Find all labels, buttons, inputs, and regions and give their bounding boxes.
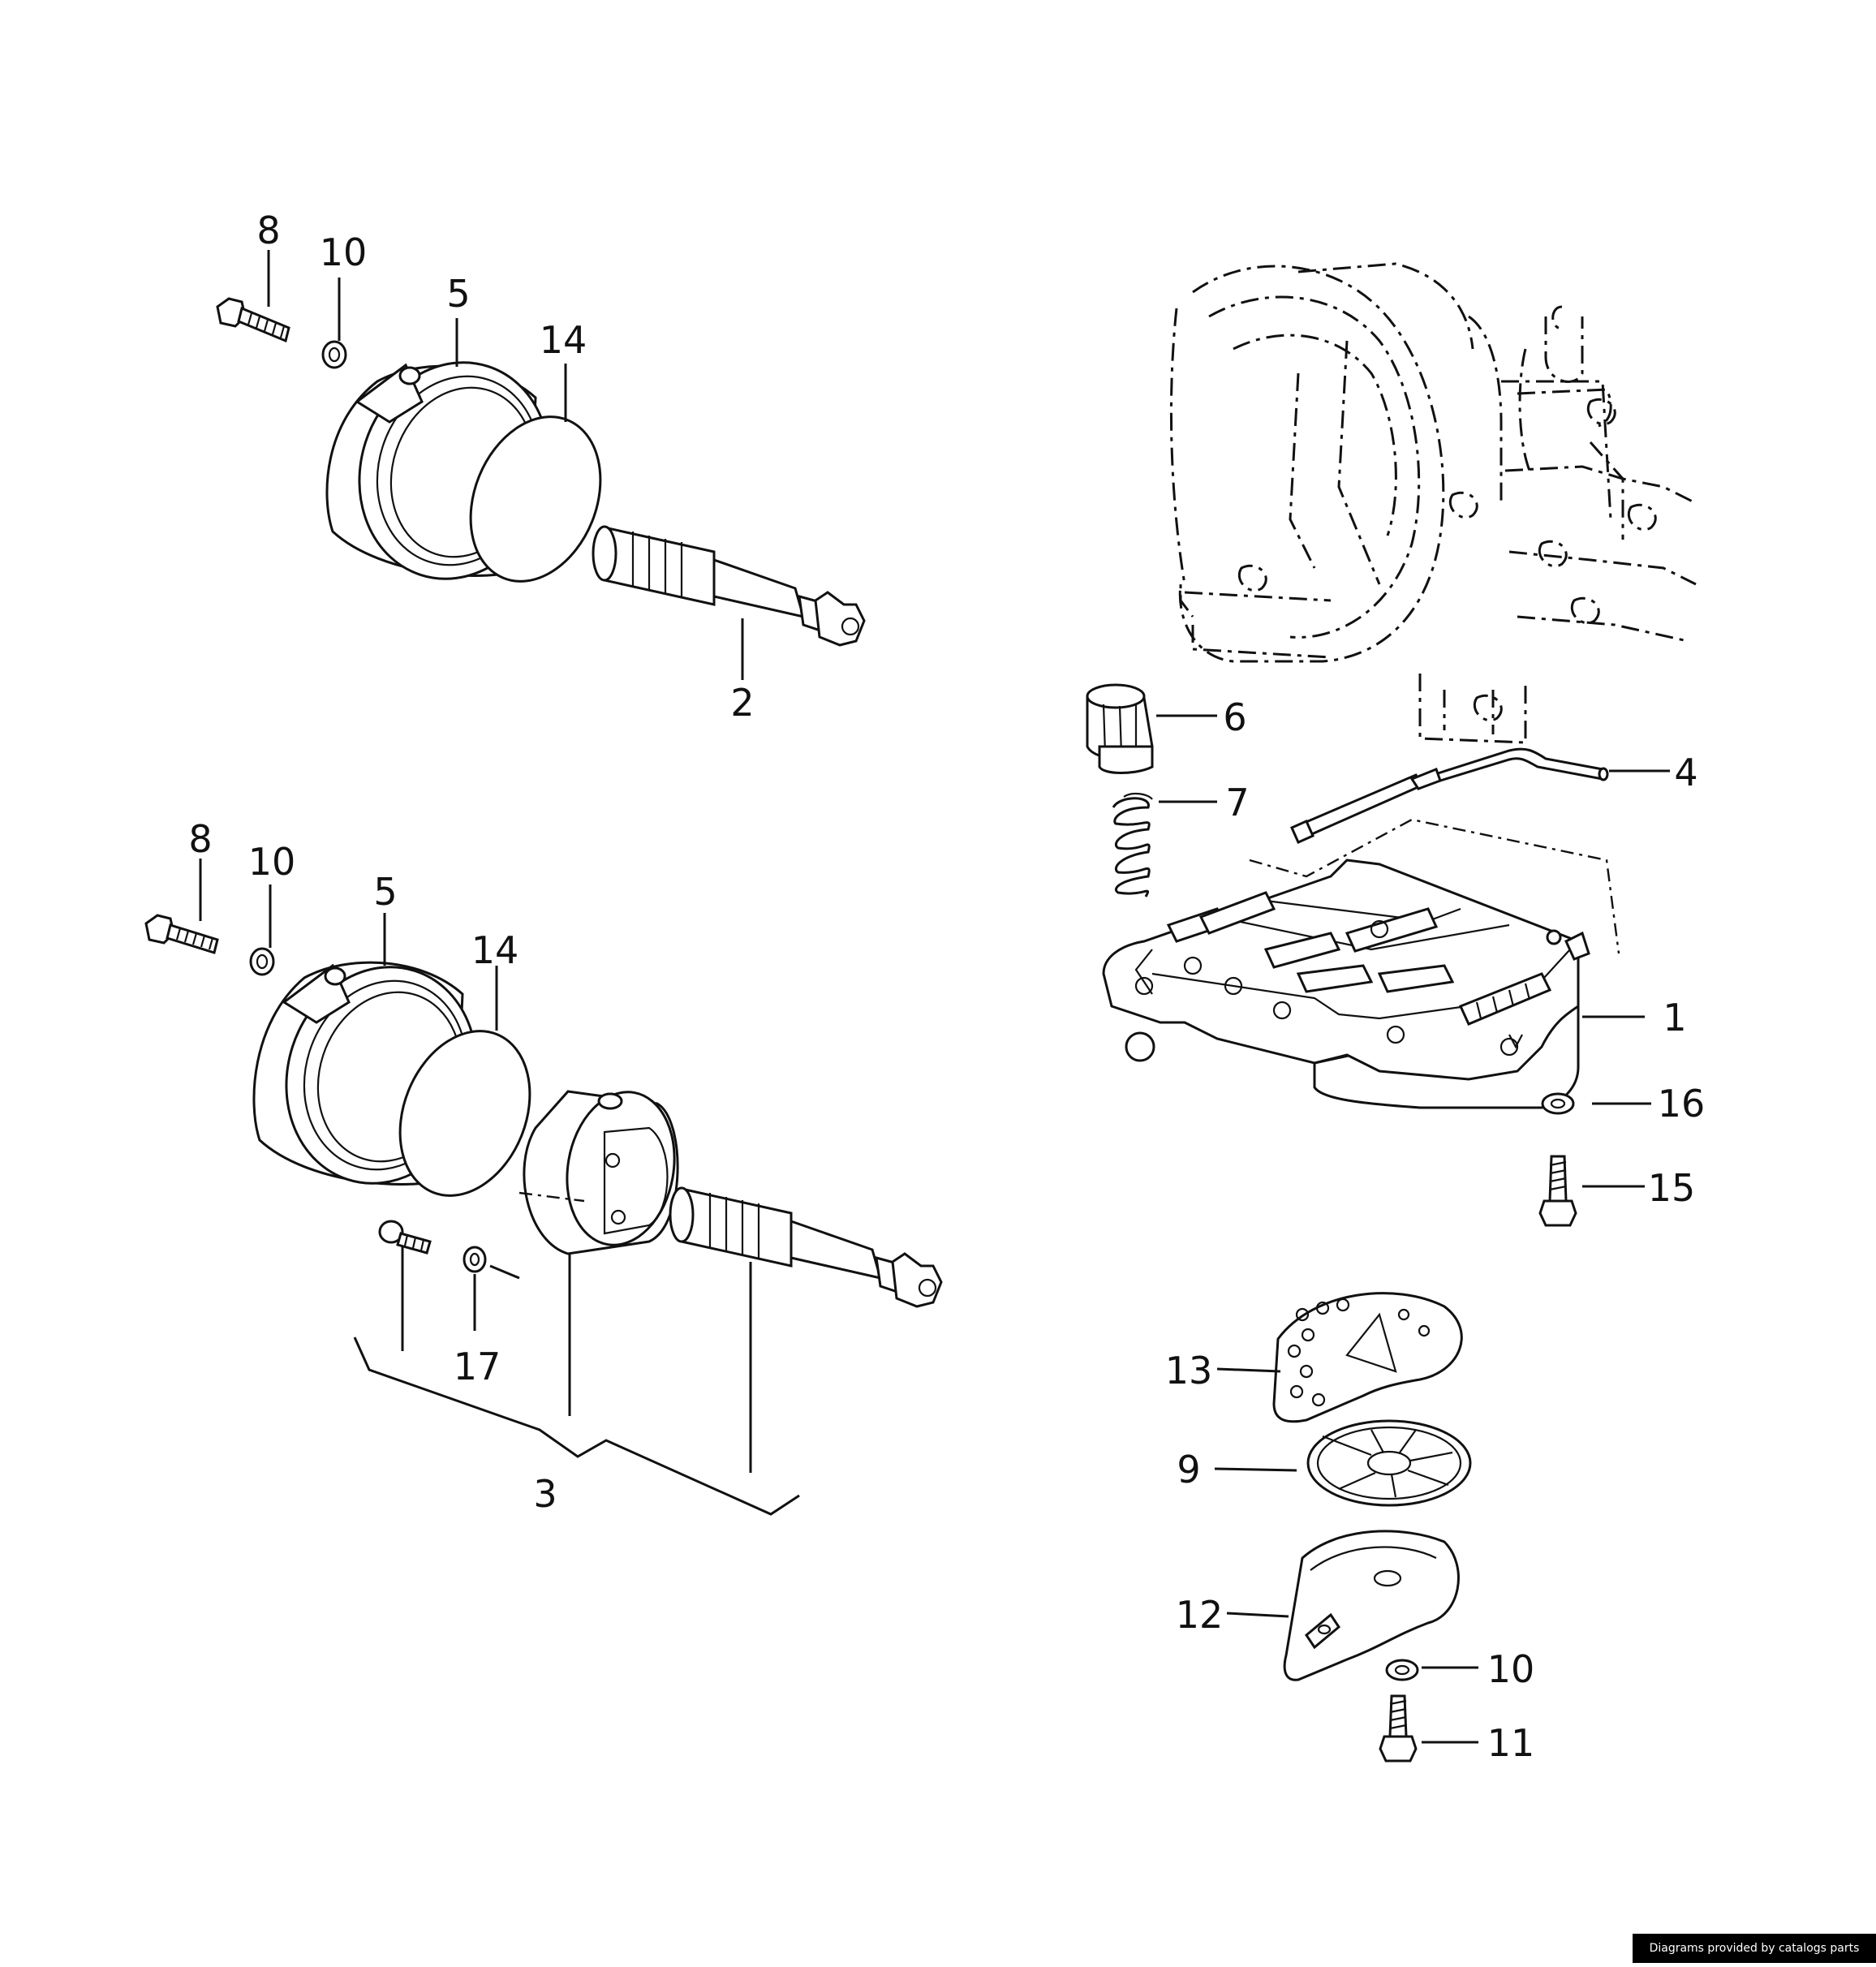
- callout-14-top: 14: [540, 318, 587, 362]
- mid-shaft: [670, 1188, 941, 1306]
- callout-16: 16: [1658, 1082, 1706, 1126]
- callout-3: 3: [533, 1472, 557, 1516]
- spring: [1113, 794, 1152, 897]
- washer-bottom: [1387, 1660, 1418, 1680]
- mid-washer: [251, 949, 273, 975]
- top-washer: [323, 342, 346, 368]
- mid-bolt: [146, 915, 217, 953]
- callout-7: 7: [1225, 781, 1249, 824]
- transmission-housing-outline: [1171, 264, 1696, 742]
- filter-screen: [1308, 1421, 1470, 1505]
- credit-banner: Diagrams provided by catalogs parts: [1633, 1934, 1876, 1963]
- valve-body: [1104, 860, 1589, 1108]
- oil-pan-cover: [1284, 1531, 1458, 1680]
- callout-8-top: 8: [256, 209, 280, 252]
- callout-15: 15: [1648, 1166, 1696, 1210]
- bolt-15: [1540, 1156, 1576, 1225]
- callout-13: 13: [1165, 1349, 1213, 1392]
- oil-filter: [1087, 685, 1152, 773]
- callout-10-top: 10: [320, 230, 368, 274]
- callout-5-mid: 5: [373, 870, 397, 914]
- callout-1: 1: [1663, 996, 1686, 1039]
- callout-14-mid: 14: [471, 928, 519, 972]
- check-ball: [1126, 1033, 1154, 1061]
- washer-16: [1543, 1094, 1573, 1113]
- callout-10-bottom: 10: [1487, 1647, 1535, 1691]
- small-screw: [380, 1221, 430, 1253]
- callout-11: 11: [1487, 1721, 1535, 1765]
- callout-17: 17: [454, 1345, 501, 1388]
- bolt-bottom: [1380, 1696, 1416, 1761]
- callout-4: 4: [1674, 751, 1697, 794]
- callout-12: 12: [1176, 1593, 1224, 1637]
- callout-9: 9: [1177, 1448, 1200, 1491]
- callout-10-mid: 10: [248, 840, 296, 884]
- top-bolt: [217, 299, 289, 341]
- gasket-plate: [1274, 1293, 1461, 1422]
- intermediate-flange: [519, 1083, 686, 1254]
- oil-tube: [1292, 749, 1607, 842]
- small-washer-17: [464, 1247, 485, 1272]
- top-shaft: [593, 527, 864, 645]
- callout-2: 2: [730, 681, 754, 725]
- callout-8-mid: 8: [188, 817, 212, 861]
- callout-6: 6: [1223, 695, 1246, 739]
- callout-5-top: 5: [446, 272, 470, 316]
